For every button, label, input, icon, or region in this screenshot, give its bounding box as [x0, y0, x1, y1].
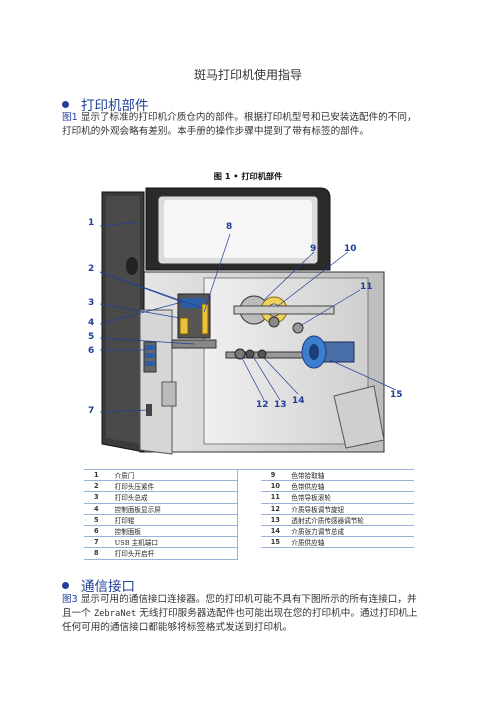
section-heading-text: 通信接口: [81, 579, 135, 595]
paragraph-text: 显示了标准的打印机介质仓内的部件。根据打印机型号和已安装选配件的不同，打印机的外…: [62, 112, 417, 137]
part-label: USB 主机端口: [114, 536, 238, 549]
column-divider: [237, 503, 261, 515]
callout-7: 7: [88, 406, 95, 416]
section1-paragraph: 图1 显示了标准的打印机介质仓内的部件。根据打印机型号和已安装选配件的不同，打印…: [62, 111, 422, 138]
callout-8: 8: [226, 222, 233, 232]
part-label: 色带供应轴: [291, 480, 414, 493]
bullet-icon: [62, 100, 69, 108]
callout-13: 13: [274, 400, 287, 410]
document-title: 斑马打印机使用指导: [193, 68, 302, 82]
part-label: 打印头总成: [114, 491, 238, 504]
part-number: 14: [260, 525, 292, 538]
callout-3: 3: [88, 298, 95, 308]
figure-reference-link[interactable]: 图1: [62, 112, 78, 123]
column-divider: [237, 468, 261, 481]
part-number: 12: [260, 503, 292, 515]
bullet-icon: [62, 581, 69, 589]
part-number: 8: [84, 547, 115, 560]
callout-9: 9: [310, 244, 317, 254]
callout-6: 6: [88, 346, 95, 356]
part-number: 13: [260, 514, 292, 526]
part-label: 介质导板调节旋钮: [291, 503, 414, 515]
part-label: 色带拾取轴: [291, 468, 414, 482]
callout-2: 2: [88, 264, 95, 274]
section-heading-printer-parts: 打印机部件: [62, 94, 149, 114]
part-label: [291, 548, 414, 559]
part-number: [261, 548, 292, 559]
part-number: 11: [260, 491, 292, 504]
part-number: 6: [84, 525, 115, 538]
printer-illustration: [99, 187, 397, 455]
column-divider: [237, 525, 261, 537]
callout-11: 11: [360, 282, 373, 292]
part-number: 7: [84, 536, 115, 549]
figure-reference-link[interactable]: 图3: [62, 594, 78, 605]
part-label: 打印辊: [114, 514, 238, 526]
column-divider: [237, 536, 261, 548]
part-label: 介质门: [114, 468, 238, 482]
paragraph-text: 显示可用的通信接口连接器。您的打印机可能不具有下图所示的所有连接口，并且一个: [62, 594, 417, 619]
callout-15: 15: [390, 390, 403, 400]
column-divider: [237, 514, 261, 526]
section-heading-comm-interface: 通信接口: [62, 575, 135, 595]
part-label: 控制面板显示屏: [114, 503, 238, 515]
part-label: 色带导板滚轮: [291, 491, 414, 504]
callout-1: 1: [88, 218, 95, 228]
part-label: 介质供应轴: [291, 536, 414, 549]
figure-caption: 图 1 • 打印机部件: [213, 171, 283, 181]
part-label: 控制面板: [114, 525, 238, 538]
column-divider: [237, 547, 261, 559]
printer-parts-figure: 1 2 3 4 5 6 7 8 9 10 11 12 13 14 15: [84, 182, 414, 462]
part-number: 5: [84, 514, 115, 526]
part-label: 介质张力调节总成: [291, 525, 414, 538]
part-label: 打印头开启杆: [114, 547, 238, 560]
callout-12: 12: [256, 400, 269, 410]
callout-5: 5: [88, 332, 95, 342]
paragraph-text: 无线打印服务器选配件也可能出现在您的打印机中。通过打印机上任何可用的通信接口都能…: [62, 607, 418, 634]
part-number: 15: [260, 536, 292, 549]
part-label: 打印头压紧件: [114, 480, 238, 493]
column-divider: [237, 480, 261, 492]
column-divider: [237, 491, 261, 504]
callout-14: 14: [292, 396, 305, 406]
part-number: 1: [84, 468, 115, 482]
section2-paragraph: 图3 显示可用的通信接口连接器。您的打印机可能不具有下图所示的所有连接口，并且一…: [62, 593, 424, 635]
part-number: 3: [84, 491, 115, 504]
part-number: 10: [260, 480, 292, 493]
part-label: 透射式介质传感器调节轮: [291, 514, 414, 526]
part-number: 2: [84, 480, 115, 493]
part-number: 9: [260, 468, 292, 482]
callout-10: 10: [344, 244, 357, 254]
section-heading-text: 打印机部件: [81, 98, 149, 114]
part-number: 4: [84, 503, 115, 515]
zebranet-term: ZebraNet: [93, 608, 137, 619]
callout-4: 4: [88, 318, 95, 328]
